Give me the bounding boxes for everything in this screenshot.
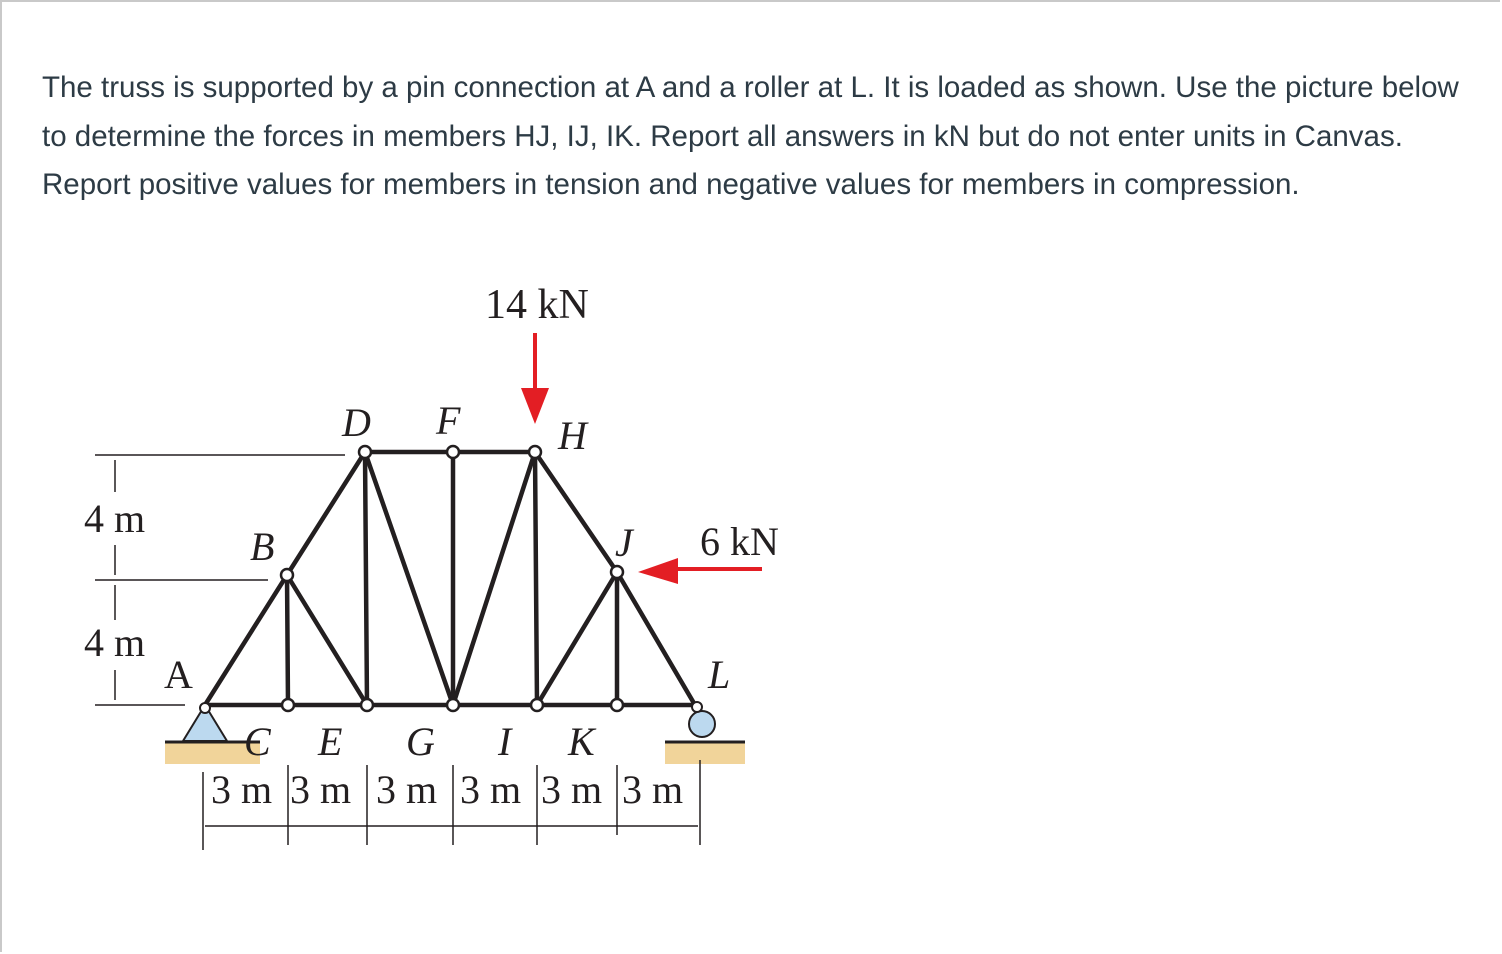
height-dimension-lines	[95, 454, 345, 706]
height-label-upper: 4 m	[84, 496, 145, 541]
joint-label-k: K	[567, 719, 597, 764]
joint-label-l: L	[707, 652, 730, 697]
member-hi	[532, 449, 540, 708]
span-label-5: 3 m	[541, 767, 602, 812]
span-label-4: 3 m	[460, 767, 521, 812]
roller-ground	[665, 742, 745, 764]
joint-i	[529, 697, 545, 713]
vertical-load-arrow-icon	[521, 388, 549, 424]
horizontal-load-label: 6 kN	[700, 519, 779, 564]
joint-label-e: E	[317, 719, 342, 764]
member-hj	[532, 449, 620, 575]
joints	[279, 444, 625, 713]
truss-members	[202, 449, 698, 708]
joint-g	[445, 697, 461, 713]
joint-label-j: J	[615, 520, 635, 565]
member-jl	[614, 569, 698, 708]
span-label-6: 3 m	[622, 767, 683, 812]
member-bc	[284, 572, 291, 708]
joint-label-b: B	[250, 524, 274, 569]
span-dimension-lines	[202, 760, 701, 850]
joint-label-i: I	[497, 719, 513, 764]
horizontal-load-arrow-icon	[638, 558, 678, 584]
span-label-2: 3 m	[290, 767, 351, 812]
span-label-3: 3 m	[376, 767, 437, 812]
joint-label-g: G	[406, 719, 435, 764]
joint-label-c: C	[244, 719, 272, 764]
vertical-load-label: 14 kN	[485, 282, 589, 328]
member-de	[362, 449, 370, 708]
height-label-lower: 4 m	[84, 620, 145, 665]
pin-ground	[165, 742, 260, 764]
member-bd	[284, 449, 368, 578]
roller-support-icon	[688, 710, 716, 738]
member-dg	[362, 449, 456, 708]
joint-f	[445, 444, 461, 460]
question-text: The truss is supported by a pin connecti…	[42, 71, 1459, 201]
span-label-1: 3 m	[211, 767, 272, 812]
joint-k	[609, 697, 625, 713]
joint-label-a: A	[164, 652, 193, 697]
joint-e	[359, 697, 375, 713]
joint-d	[357, 444, 373, 460]
joint-a	[199, 702, 211, 714]
member-be	[284, 572, 370, 708]
joint-label-f: F	[435, 398, 461, 443]
joint-label-h: H	[557, 413, 589, 458]
joint-label-d: D	[341, 400, 371, 445]
member-hg	[450, 449, 538, 708]
joint-l	[691, 701, 703, 713]
member-ij	[534, 569, 620, 708]
joint-h	[527, 444, 543, 460]
member-ab	[202, 572, 290, 708]
joint-c	[280, 697, 296, 713]
joint-b	[279, 567, 295, 583]
joint-j	[609, 564, 625, 580]
pin-support-icon	[181, 703, 229, 742]
